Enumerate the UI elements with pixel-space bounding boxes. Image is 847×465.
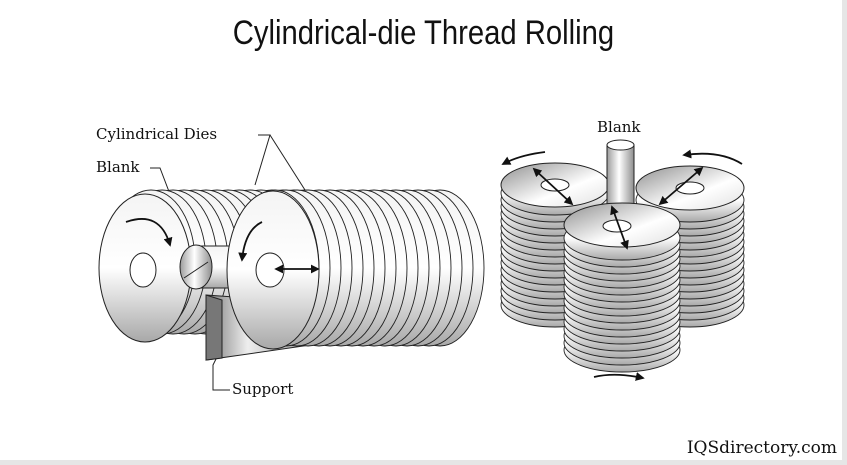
rotation-arrow-icon	[593, 372, 645, 381]
label-blank-left: Blank	[96, 158, 140, 176]
leader-line-dies-b	[269, 134, 306, 191]
label-blank-right: Blank	[597, 118, 641, 136]
leader-line-dies-a	[254, 134, 271, 186]
feed-arrow-icon	[532, 167, 574, 206]
diagram-title: Cylindrical-die Thread Rolling	[232, 14, 615, 52]
support-side	[205, 294, 223, 361]
front-die-hole	[255, 252, 285, 288]
feed-arrow-icon	[658, 166, 704, 206]
label-cylindrical-dies: Cylindrical Dies	[96, 125, 218, 143]
right-diagram	[500, 139, 745, 381]
blank-cylinder	[606, 144, 635, 208]
rotation-arrow-icon	[238, 221, 263, 262]
watermark: IQSdirectory.com	[686, 438, 837, 458]
rotation-arrow-icon	[125, 218, 173, 247]
rotation-arrow-icon	[682, 149, 743, 165]
label-support: Support	[232, 380, 294, 398]
blank-top	[606, 139, 635, 151]
feed-arrow-icon	[610, 205, 629, 250]
blank-end	[179, 244, 213, 290]
back-die-hole	[129, 252, 157, 288]
right-die-hole	[675, 181, 705, 195]
blank-slot	[183, 261, 209, 279]
rotation-arrow-icon	[501, 151, 546, 165]
left-diagram	[98, 134, 485, 391]
